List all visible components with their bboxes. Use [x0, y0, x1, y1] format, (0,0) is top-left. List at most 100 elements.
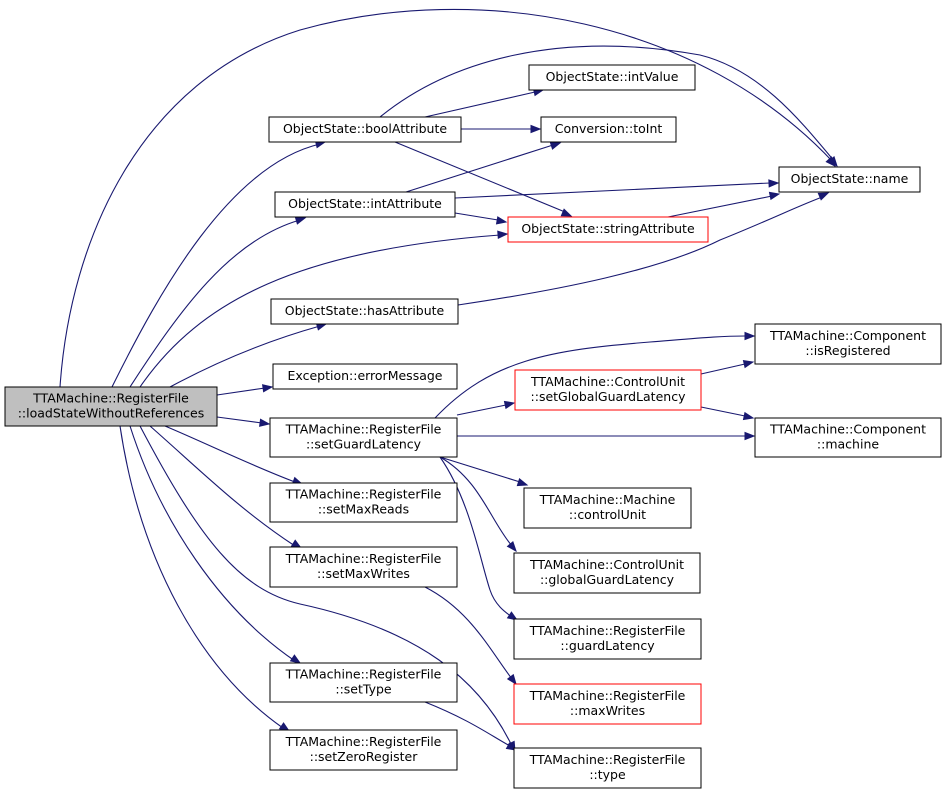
edge-has-attribute-to-name: [457, 195, 826, 306]
node-label: TTAMachine::RegisterFile: [529, 688, 686, 703]
node-box: [507, 216, 709, 243]
edge-set-global-guard-latency-to-machine: [700, 406, 746, 417]
arrowhead-error-message: [261, 384, 274, 393]
edge-set-max-writes-to-max-writes: [424, 586, 513, 680]
node-box: [269, 417, 458, 458]
arrowhead-is-registered: [744, 331, 756, 341]
node-label: ::controlUnit: [569, 507, 646, 522]
node-box: [514, 369, 702, 411]
node-guard-latency[interactable]: TTAMachine::RegisterFile::guardLatency: [513, 618, 702, 660]
node-label: ::setGlobalGuardLatency: [531, 389, 687, 404]
edge-root-to-set-guard-latency: [216, 416, 263, 424]
node-set-zero-register[interactable]: TTAMachine::RegisterFile::setZeroRegiste…: [269, 729, 458, 771]
arrowhead-int-attribute: [294, 216, 307, 225]
arrowhead-string-attribute: [497, 230, 509, 239]
edge-bool-attribute-to-string-attribute: [394, 141, 566, 213]
node-control-unit[interactable]: TTAMachine::Machine::controlUnit: [523, 487, 692, 529]
edge-root-to-set-max-writes: [149, 425, 296, 547]
node-label: ::maxWrites: [570, 703, 645, 718]
arrowhead-to-int: [530, 124, 542, 134]
edge-root-to-set-max-reads: [164, 425, 296, 483]
arrowhead-set-type: [289, 654, 302, 664]
arrowhead-string-attribute: [495, 216, 508, 225]
edge-set-guard-latency-to-guard-latency: [439, 456, 513, 618]
node-set-max-writes[interactable]: TTAMachine::RegisterFile::setMaxWrites: [269, 546, 458, 588]
node-label: TTAMachine::RegisterFile: [32, 391, 189, 406]
node-box: [528, 64, 696, 91]
node-name[interactable]: ObjectState::name: [778, 166, 921, 193]
node-box: [513, 552, 701, 594]
node-label: TTAMachine::Component: [769, 422, 926, 437]
edge-root-to-int-attribute: [129, 219, 301, 388]
node-label: ObjectState::stringAttribute: [521, 221, 695, 236]
edge-set-guard-latency-to-control-unit: [439, 456, 521, 483]
node-box: [274, 191, 456, 218]
node-error-message[interactable]: Exception::errorMessage: [272, 363, 458, 390]
edges-layer: [59, 8, 838, 753]
node-box: [523, 487, 692, 529]
node-label: Exception::errorMessage: [288, 368, 443, 383]
node-label: ::setGuardLatency: [306, 437, 422, 452]
node-label: TTAMachine::Component: [769, 328, 926, 343]
node-label: TTAMachine::Machine: [539, 492, 676, 507]
node-box: [269, 729, 458, 771]
node-label: ::globalGuardLatency: [540, 572, 675, 587]
node-label: TTAMachine::RegisterFile: [285, 734, 442, 749]
node-label: TTAMachine::ControlUnit: [529, 557, 684, 572]
edge-root-to-type: [139, 425, 513, 747]
node-label: ObjectState::intValue: [546, 69, 679, 84]
node-string-attribute[interactable]: ObjectState::stringAttribute: [507, 216, 709, 243]
arrowhead-control-unit: [516, 478, 529, 487]
node-set-guard-latency[interactable]: TTAMachine::RegisterFile::setGuardLatenc…: [269, 417, 458, 458]
node-label: ::machine: [817, 437, 879, 452]
edge-root-to-set-type: [129, 425, 296, 662]
node-machine[interactable]: TTAMachine::Component::machine: [754, 417, 942, 458]
node-label: TTAMachine::RegisterFile: [285, 551, 442, 566]
node-bool-attribute[interactable]: ObjectState::boolAttribute: [268, 116, 462, 143]
node-type[interactable]: TTAMachine::RegisterFile::type: [513, 747, 702, 789]
arrowhead-guard-latency: [506, 611, 519, 621]
arrowhead-is-registered: [742, 360, 755, 369]
node-label: ObjectState::hasAttribute: [285, 303, 445, 318]
edge-set-guard-latency-to-global-guard-latency: [439, 456, 513, 547]
node-is-registered[interactable]: TTAMachine::Component::isRegistered: [754, 323, 942, 365]
edge-string-attribute-to-name: [667, 195, 773, 218]
node-has-attribute[interactable]: ObjectState::hasAttribute: [270, 298, 459, 325]
edge-root-to-name: [59, 8, 834, 388]
node-box: [269, 546, 458, 588]
node-to-int[interactable]: Conversion::toInt: [540, 116, 677, 143]
edge-set-guard-latency-to-set-global-guard-latency: [456, 404, 507, 416]
edge-set-global-guard-latency-to-is-registered: [700, 363, 746, 375]
edge-int-attribute-to-string-attribute: [454, 212, 499, 221]
node-label: ::setMaxReads: [318, 502, 409, 517]
edge-root-to-bool-attribute: [111, 143, 321, 388]
node-int-attribute[interactable]: ObjectState::intAttribute: [274, 191, 456, 218]
edge-set-type-to-type: [424, 701, 511, 747]
node-box: [540, 116, 677, 143]
nodes-layer: TTAMachine::RegisterFile::loadStateWitho…: [4, 64, 942, 789]
arrowhead-set-guard-latency: [259, 418, 271, 427]
arrowhead-max-writes: [506, 673, 517, 686]
node-box: [754, 417, 942, 458]
arrowhead-machine: [742, 411, 755, 421]
node-label: ::setZeroRegister: [310, 749, 419, 764]
node-set-global-guard-latency[interactable]: TTAMachine::ControlUnit::setGlobalGuardL…: [514, 369, 702, 411]
node-set-type[interactable]: TTAMachine::RegisterFile::setType: [269, 662, 458, 703]
node-box: [4, 386, 218, 427]
node-global-guard-latency[interactable]: TTAMachine::ControlUnit::globalGuardLate…: [513, 552, 701, 594]
node-label: ObjectState::intAttribute: [288, 196, 442, 211]
node-label: ObjectState::boolAttribute: [283, 121, 447, 136]
node-box: [754, 323, 942, 365]
node-max-writes[interactable]: TTAMachine::RegisterFile::maxWrites: [513, 683, 702, 725]
node-box: [269, 482, 458, 523]
edge-bool-attribute-to-name: [379, 45, 836, 163]
node-int-value[interactable]: ObjectState::intValue: [528, 64, 696, 91]
node-label: TTAMachine::RegisterFile: [529, 623, 686, 638]
edge-int-attribute-to-name: [454, 182, 771, 199]
arrowhead-name: [768, 179, 780, 188]
node-box: [513, 618, 702, 660]
node-set-max-reads[interactable]: TTAMachine::RegisterFile::setMaxReads: [269, 482, 458, 523]
edge-root-to-has-attribute: [169, 325, 321, 388]
node-box: [272, 363, 458, 390]
